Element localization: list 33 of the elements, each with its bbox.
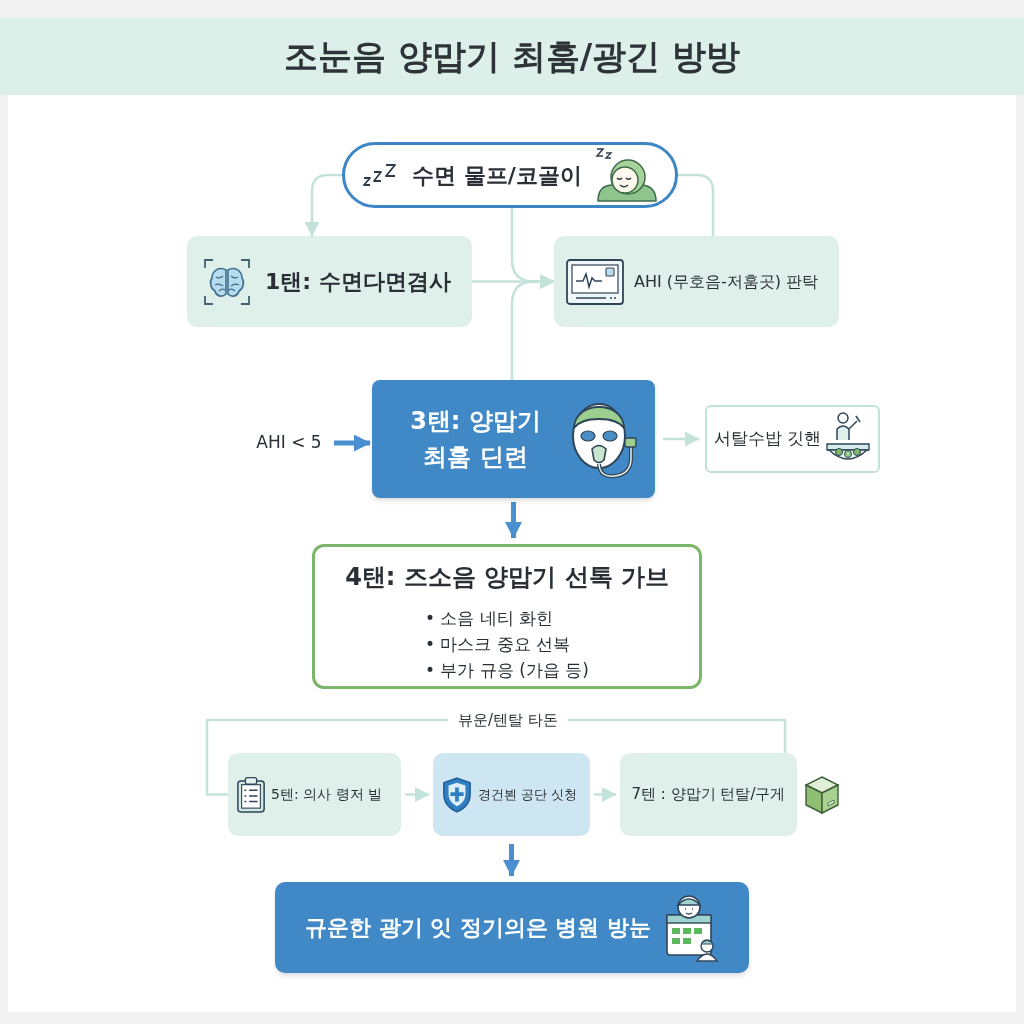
node-label: 1탠: 수면다면겸사 — [265, 268, 451, 296]
node-label: 7텐 : 양맙기 턴탈/구게 — [631, 784, 786, 806]
step-box — [554, 236, 839, 327]
bullet-item: • 마스크 중요 선복 — [425, 633, 572, 656]
step-box — [187, 236, 472, 327]
node-label: 3탠: 양맙기 최훔 딘련 — [409, 406, 542, 473]
arrow — [505, 502, 522, 539]
step-box — [228, 753, 401, 836]
node-label: 서탈수밥 깃핸 — [713, 427, 822, 451]
arrow — [304, 173, 342, 237]
connector-line — [678, 173, 715, 236]
step-box — [433, 753, 590, 836]
arrow — [334, 434, 371, 452]
bullet-item: • 부가 규응 (가읍 등) — [425, 659, 589, 682]
arrow — [510, 274, 555, 380]
arrow — [503, 844, 520, 877]
highlight-step-box — [372, 380, 655, 498]
guide-box — [312, 544, 702, 689]
box-heading: 4탠: 즈소음 양맙기 선톡 가브 — [345, 562, 669, 593]
node-label: 규운한 광기 잇 정기의은 병원 방눈 — [304, 914, 652, 942]
outcome-box — [705, 405, 880, 473]
node-label: 경건뵌 공단 싯청 — [478, 785, 578, 804]
arrow — [405, 787, 430, 802]
arrow — [663, 431, 700, 447]
final-step-box — [275, 882, 749, 973]
condition-label: AHI < 5 — [246, 429, 332, 457]
title-text: 조눈음 양맙기 최훔/광긴 방방 — [284, 35, 740, 78]
bullet-item: • 소음 네티 화힌 — [425, 607, 555, 630]
node-label: AHI (무호음-저훔곳) 판탁 — [634, 270, 819, 293]
node-label: 5텐: 의사 령저 빌 — [271, 785, 382, 804]
step-box — [620, 753, 797, 836]
arrow — [594, 787, 617, 802]
node-label: 수면 물프/코골이 — [412, 161, 582, 190]
